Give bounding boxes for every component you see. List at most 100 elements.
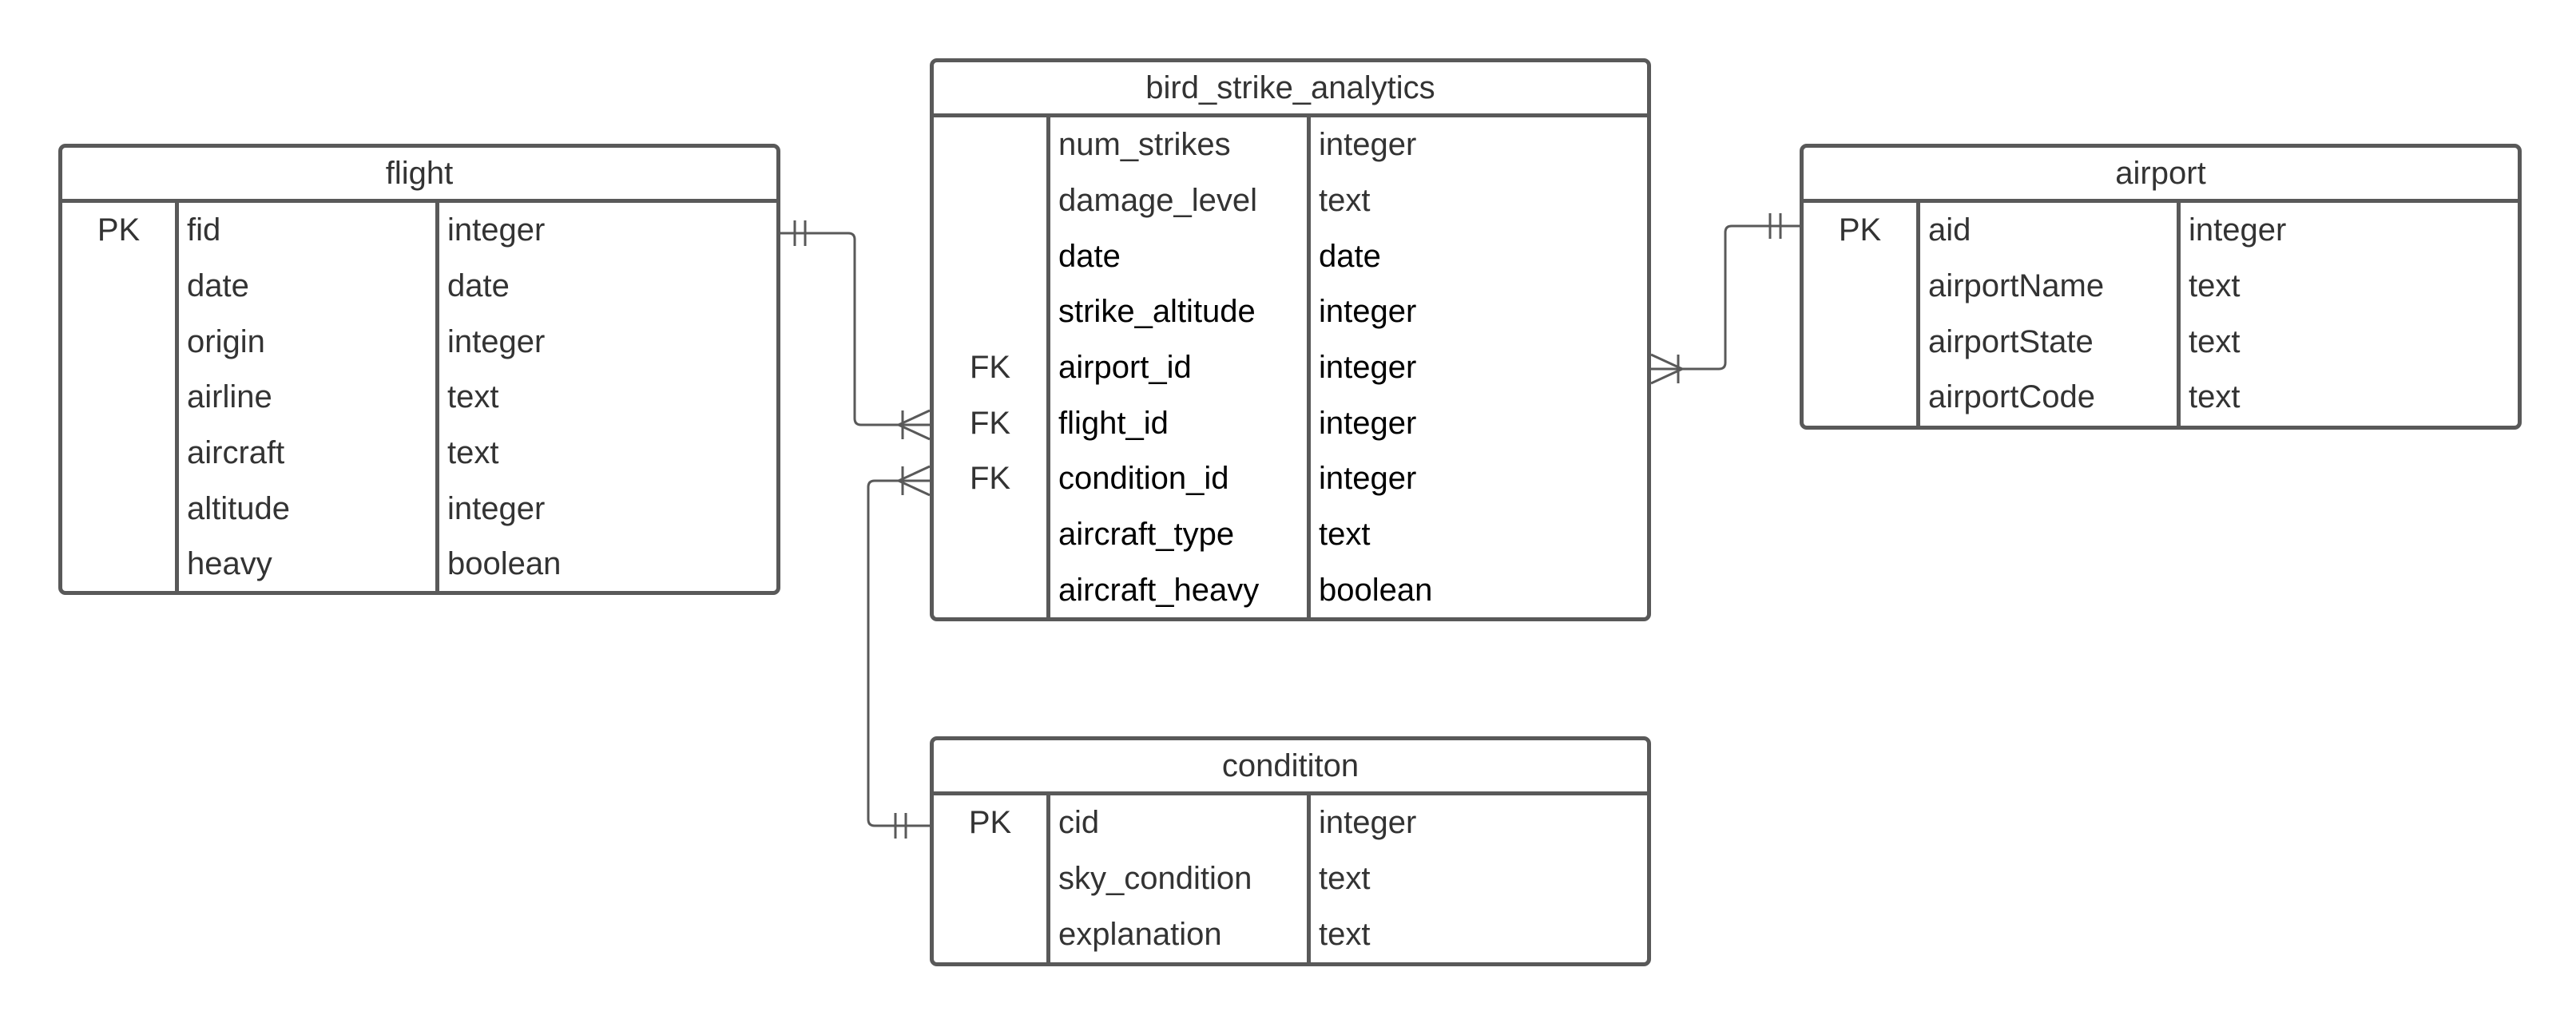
table-row: explanation text: [934, 906, 1647, 962]
key-cell: [1804, 259, 1916, 315]
key-cell: [934, 228, 1046, 284]
column-name: aid: [1928, 212, 1971, 248]
table-row: heavy boolean: [62, 537, 776, 593]
key-cell: [934, 851, 1046, 907]
column-type: integer: [1319, 294, 1417, 330]
key-cell: [934, 173, 1046, 229]
column-divider: [1307, 795, 1311, 963]
column-type: date: [1319, 238, 1381, 274]
column-type: integer: [1319, 461, 1417, 497]
table-row: date date: [934, 228, 1647, 284]
table-row: origin integer: [62, 314, 776, 370]
table-title: airport: [1804, 148, 2518, 203]
column-type: text: [2189, 268, 2241, 304]
table-row: PK fid integer: [62, 203, 776, 259]
key-cell: FK: [969, 350, 1011, 386]
table-flight[interactable]: flight PK fid integer date date origin i…: [58, 144, 780, 595]
table-row: altitude integer: [62, 481, 776, 537]
table-title: bird_strike_analytics: [934, 62, 1647, 117]
column-name: origin: [187, 323, 265, 359]
table-body: num_strikes integer damage_level text da…: [934, 117, 1647, 619]
column-type: date: [447, 268, 510, 304]
column-divider: [1046, 795, 1050, 963]
key-cell: [934, 284, 1046, 340]
column-type: text: [447, 379, 499, 415]
column-name: airportState: [1928, 323, 2094, 359]
column-name: cid: [1058, 805, 1100, 841]
column-name: condition_id: [1058, 461, 1229, 497]
column-type: integer: [447, 212, 546, 248]
relationship-airport-to-bird-strike: [1650, 213, 1800, 385]
column-divider: [175, 203, 179, 593]
column-name: fid: [187, 212, 221, 248]
key-cell: [62, 426, 175, 482]
column-type: text: [2189, 379, 2241, 415]
key-cell: [934, 563, 1046, 619]
table-row: airportName text: [1804, 259, 2518, 315]
column-type: integer: [2189, 212, 2287, 248]
relationship-flight-to-bird-strike: [780, 220, 931, 441]
column-type: integer: [1319, 127, 1417, 163]
key-cell: PK: [1838, 212, 1882, 248]
column-name: strike_altitude: [1058, 294, 1256, 330]
key-cell: [1804, 314, 1916, 370]
table-row: PK cid integer: [934, 795, 1647, 851]
table-row: aircraft_heavy boolean: [934, 563, 1647, 619]
column-name: airport_id: [1058, 350, 1192, 386]
column-name: airline: [187, 379, 272, 415]
table-row: airportCode text: [1804, 370, 2518, 426]
column-name: date: [1058, 238, 1121, 274]
column-divider: [435, 203, 439, 593]
key-cell: [934, 117, 1046, 173]
column-name: explanation: [1058, 916, 1222, 952]
column-name: date: [187, 268, 249, 304]
column-divider: [2177, 203, 2181, 426]
column-divider: [1307, 117, 1311, 619]
table-row: damage_level text: [934, 173, 1647, 229]
relationship-condition-to-bird-strike: [867, 465, 931, 839]
column-name: aircraft: [187, 435, 285, 471]
column-name: aircraft_heavy: [1058, 572, 1260, 608]
table-row: FK condition_id integer: [934, 451, 1647, 507]
column-type: boolean: [1319, 572, 1433, 608]
column-divider: [1046, 117, 1050, 619]
column-name: airportCode: [1928, 379, 2096, 415]
key-cell: [62, 537, 175, 593]
column-name: flight_id: [1058, 405, 1169, 441]
table-body: PK cid integer sky_condition text explan…: [934, 795, 1647, 963]
key-cell: FK: [969, 461, 1011, 497]
column-name: num_strikes: [1058, 127, 1231, 163]
table-row: num_strikes integer: [934, 117, 1647, 173]
column-type: integer: [447, 323, 546, 359]
table-row: date date: [62, 259, 776, 315]
column-name: damage_level: [1058, 183, 1258, 219]
table-airport[interactable]: airport PK aid integer airportName text …: [1800, 144, 2522, 430]
column-name: airportName: [1928, 268, 2105, 304]
key-cell: [62, 259, 175, 315]
column-type: text: [1319, 517, 1371, 553]
key-cell: [1804, 370, 1916, 426]
table-bird-strike-analytics[interactable]: bird_strike_analytics num_strikes intege…: [930, 58, 1651, 621]
column-type: text: [447, 435, 499, 471]
key-cell: [934, 906, 1046, 962]
column-type: integer: [447, 490, 546, 526]
key-cell: [62, 370, 175, 426]
column-type: text: [1319, 183, 1371, 219]
table-row: strike_altitude integer: [934, 284, 1647, 340]
column-type: integer: [1319, 405, 1417, 441]
column-type: integer: [1319, 805, 1417, 841]
table-condititon[interactable]: condititon PK cid integer sky_condition …: [930, 736, 1651, 966]
column-divider: [1916, 203, 1920, 426]
table-body: PK fid integer date date origin integer …: [62, 203, 776, 593]
table-row: FK airport_id integer: [934, 340, 1647, 396]
column-type: boolean: [447, 546, 562, 582]
key-cell: PK: [97, 212, 141, 248]
table-body: PK aid integer airportName text airportS…: [1804, 203, 2518, 426]
key-cell: [62, 314, 175, 370]
key-cell: [934, 507, 1046, 563]
column-type: text: [1319, 861, 1371, 897]
table-row: sky_condition text: [934, 851, 1647, 907]
column-name: aircraft_type: [1058, 517, 1235, 553]
